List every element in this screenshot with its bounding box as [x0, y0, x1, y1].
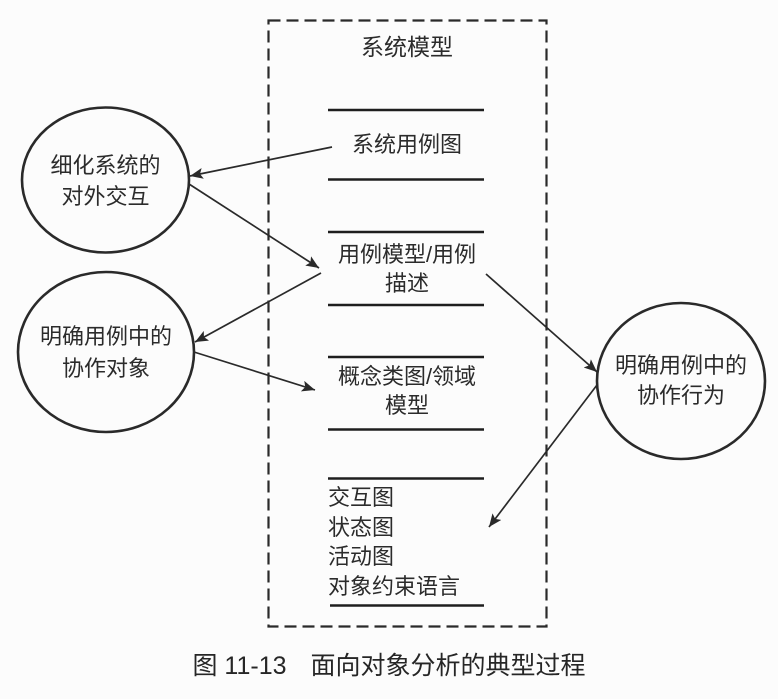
detail-diagram-activity: 活动图 [328, 544, 395, 569]
arrow-collab-behavior-to-detail-diagrams [488, 384, 598, 528]
system-model-title-text: 系统模型 [361, 34, 453, 60]
artifact-use-case-diagram: 系统用例图 [268, 132, 546, 158]
figure-caption: 图 11-13 面向对象分析的典型过程 [0, 646, 778, 682]
artifact-concept-class: 概念类图/领域 模型 [268, 362, 546, 420]
artifact-use-case-model: 用例模型/用例 描述 [268, 240, 546, 298]
artifact-use-case-diagram-label: 系统用例图 [351, 132, 462, 157]
activity-refine-interaction: 细化系统的 对外交互 [22, 151, 189, 212]
activity-collab-behavior-line-1: 明确用例中的 [614, 353, 747, 378]
circle-refine-interaction [20, 106, 191, 254]
arrow-usecase-diagram-to-refine-interaction [189, 146, 333, 179]
arrow-collab-objects-to-concept-class [193, 351, 316, 392]
activity-refine-interaction-line-1: 细化系统的 [50, 153, 161, 178]
artifact-detail-diagrams: 交互图 状态图 活动图 对象约束语言 [328, 483, 460, 601]
system-model-dashed-box [267, 19, 548, 628]
artifact-concept-class-line-1: 概念类图/领域 [337, 364, 477, 389]
separator-lines [328, 108, 484, 607]
detail-diagram-state: 状态图 [328, 514, 395, 540]
circle-collab-behavior [595, 301, 767, 461]
activity-refine-interaction-line-2: 对外交互 [61, 183, 150, 209]
activity-collab-objects: 明确用例中的 协作对象 [18, 321, 194, 385]
arrow-usecase-model-to-collab-objects [194, 272, 322, 343]
flow-arrows [188, 146, 598, 528]
arrow-usecase-model-to-collab-behavior [485, 273, 598, 373]
system-model-title: 系统模型 [268, 34, 546, 60]
activity-collab-behavior: 明确用例中的 协作行为 [592, 351, 770, 411]
artifact-use-case-model-line-2: 描述 [384, 271, 429, 296]
activity-collab-objects-line-2: 协作对象 [61, 356, 150, 381]
artifact-concept-class-line-2: 模型 [384, 393, 429, 418]
figure-caption-number: 图 11-13 [192, 652, 287, 680]
figure-caption-text: 面向对象分析的典型过程 [310, 652, 586, 680]
artifact-use-case-model-line-1: 用例模型/用例 [337, 242, 477, 267]
arrow-refine-interaction-to-usecase-model [188, 183, 320, 269]
detail-diagram-interaction: 交互图 [328, 485, 395, 510]
detail-diagram-ocl: 对象约束语言 [328, 573, 461, 599]
activity-collab-behavior-line-2: 协作行为 [636, 383, 725, 408]
activity-collab-objects-line-1: 明确用例中的 [39, 324, 172, 349]
